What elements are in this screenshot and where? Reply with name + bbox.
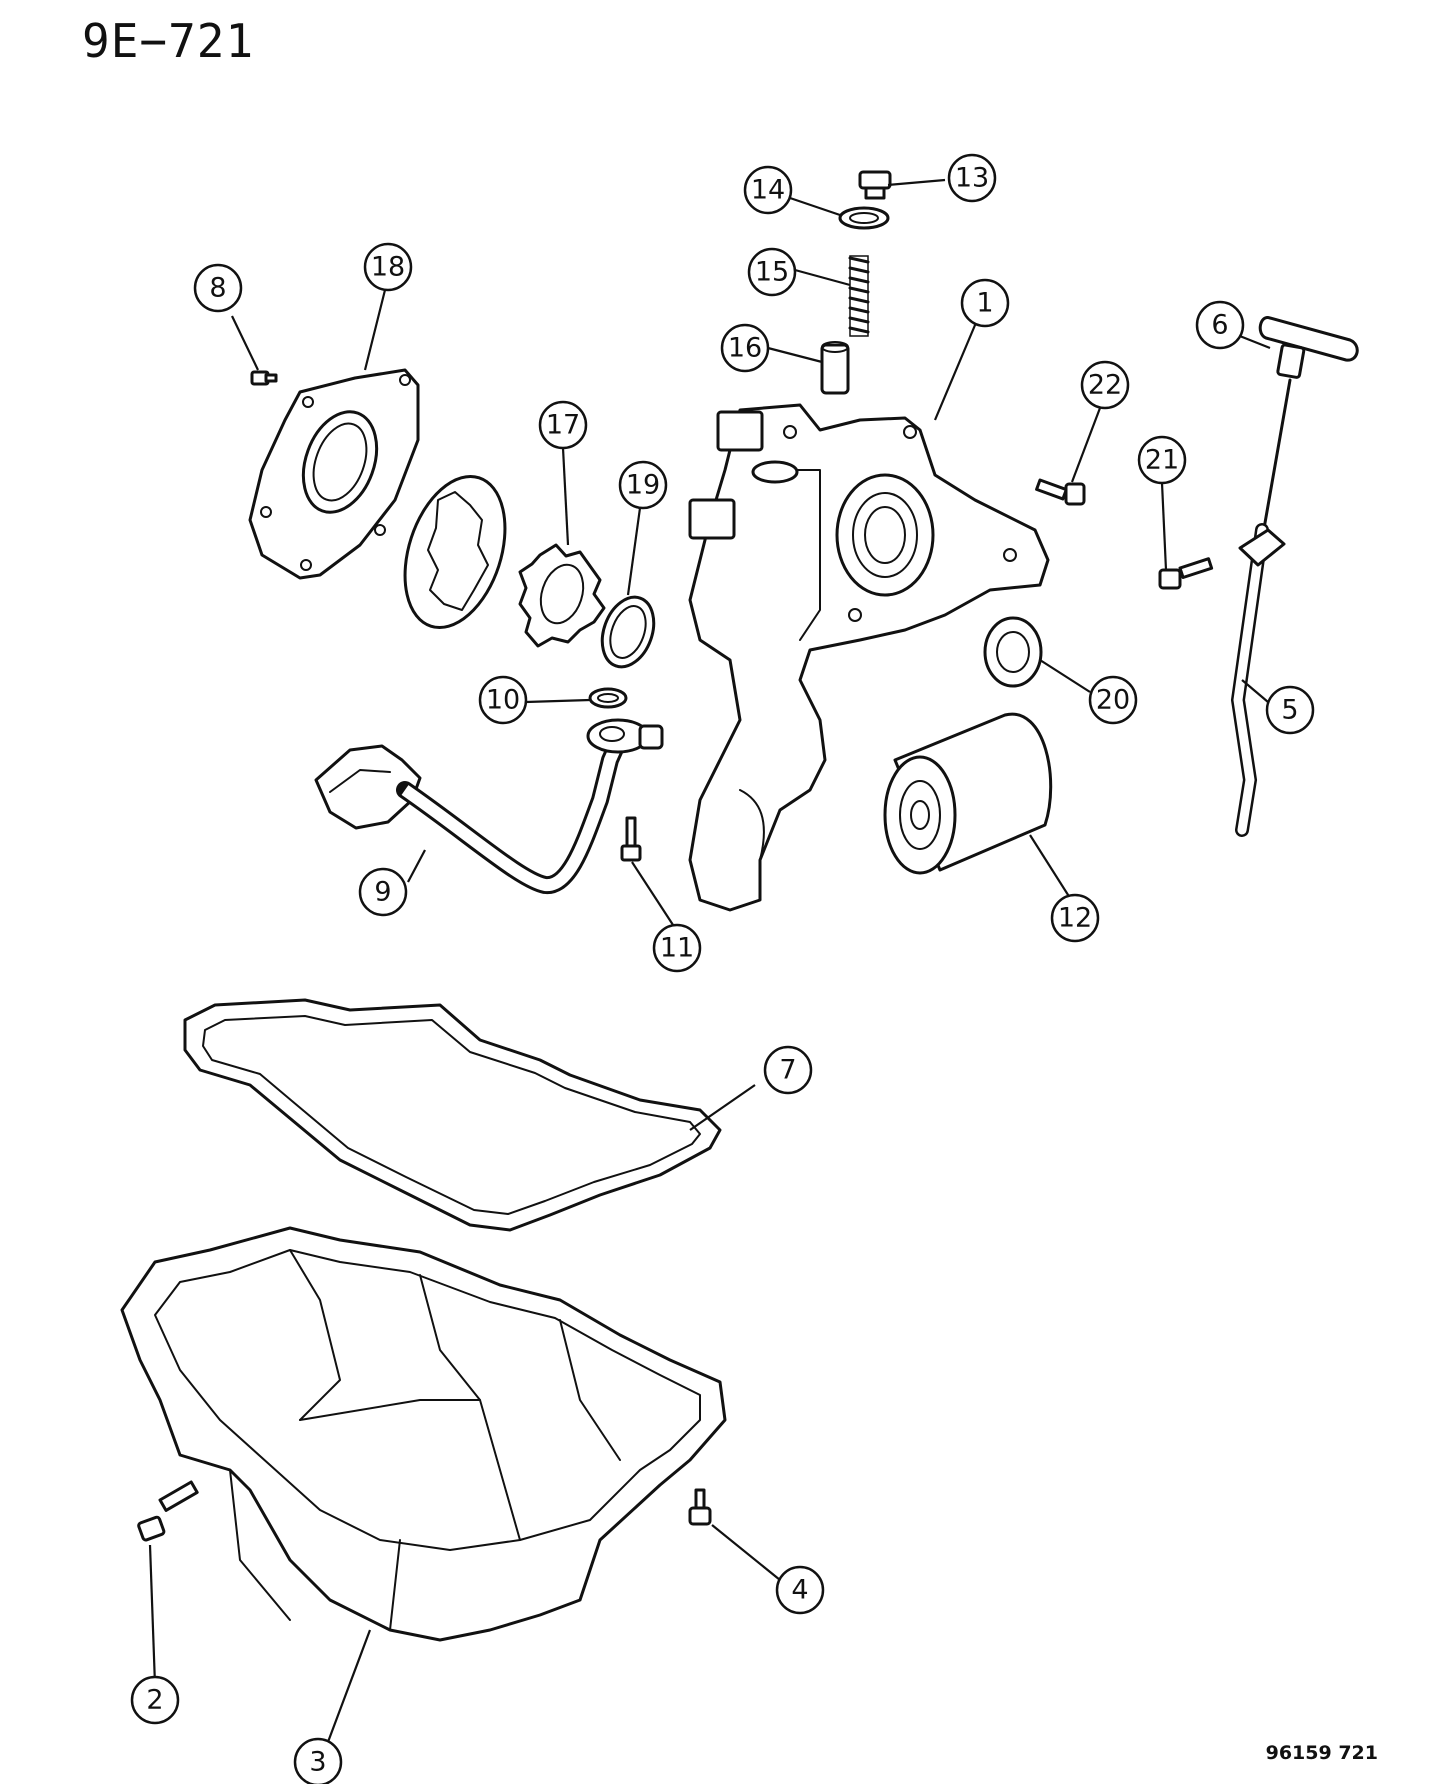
callout-4: 4 [775,1565,825,1615]
callout-2-label: 2 [146,1685,163,1716]
inner-rotor-gear [518,543,606,648]
dipstick-tube [1230,523,1286,837]
callout-21: 21 [1137,435,1187,485]
crankshaft-seal [983,616,1043,688]
pickup-o-ring [588,687,628,709]
callout-18-label: 18 [371,252,405,283]
callout-22-label: 22 [1088,370,1122,401]
callout-17-label: 17 [546,410,580,441]
oil-pickup-tube [314,718,664,894]
callout-19: 19 [618,460,668,510]
cover-screw [250,370,278,386]
callout-13-label: 13 [955,163,989,194]
leader-lines [148,178,1271,1751]
callout-5: 5 [1265,685,1315,735]
pump-mounting-bolt [1035,478,1086,506]
callout-15: 15 [747,247,797,297]
callout-12: 12 [1050,893,1100,943]
callout-16: 16 [720,323,770,373]
callout-22: 22 [1080,360,1130,410]
oil-pan-gasket [183,998,722,1232]
callout-9: 9 [358,867,408,917]
callout-10-label: 10 [486,685,520,716]
callout-1-label: 1 [976,288,993,319]
callout-9-label: 9 [374,877,391,908]
oil-pan [120,1226,727,1642]
relief-valve-spring [848,255,870,337]
callout-3-label: 3 [309,1747,326,1778]
figure-reference: 96159 721 [1265,1742,1378,1764]
pump-cover-plate [248,368,420,580]
callout-16-label: 16 [728,333,762,364]
callout-7: 7 [763,1045,813,1095]
callout-15-label: 15 [755,257,789,288]
oil-pump-body [688,403,1050,912]
relief-valve [820,341,850,395]
dipstick-tube-bolt [1158,557,1214,590]
callout-12-label: 12 [1058,903,1092,934]
plug-gasket [838,206,890,230]
callout-14-label: 14 [751,175,785,206]
callout-8-label: 8 [209,273,226,304]
callout-20: 20 [1088,675,1138,725]
pump-o-ring [600,595,656,669]
callout-6-label: 6 [1211,310,1228,341]
callout-1: 1 [960,278,1010,328]
callout-14: 14 [743,165,793,215]
callout-3: 3 [293,1737,343,1784]
drain-plug [137,1480,199,1542]
relief-valve-plug [858,170,892,200]
callout-2: 2 [130,1675,180,1725]
callout-13: 13 [947,153,997,203]
callout-20-label: 20 [1096,685,1130,716]
callout-7-label: 7 [779,1055,796,1086]
callout-6: 6 [1195,300,1245,350]
callout-10: 10 [478,675,528,725]
callout-4-label: 4 [791,1575,808,1606]
callout-21-label: 21 [1145,445,1179,476]
callout-11: 11 [652,923,702,973]
oil-filter [883,712,1053,875]
callout-8: 8 [193,263,243,313]
callout-18: 18 [363,242,413,292]
callout-17: 17 [538,400,588,450]
oil-dipstick [1258,316,1359,542]
pickup-tube-bolt [620,816,642,862]
callout-19-label: 19 [626,470,660,501]
callout-11-label: 11 [660,933,694,964]
oil-pan-bolt [688,1488,712,1526]
callout-5-label: 5 [1281,695,1298,726]
diagram-code: 9E−721 [82,14,255,68]
outer-rotor [403,474,507,630]
